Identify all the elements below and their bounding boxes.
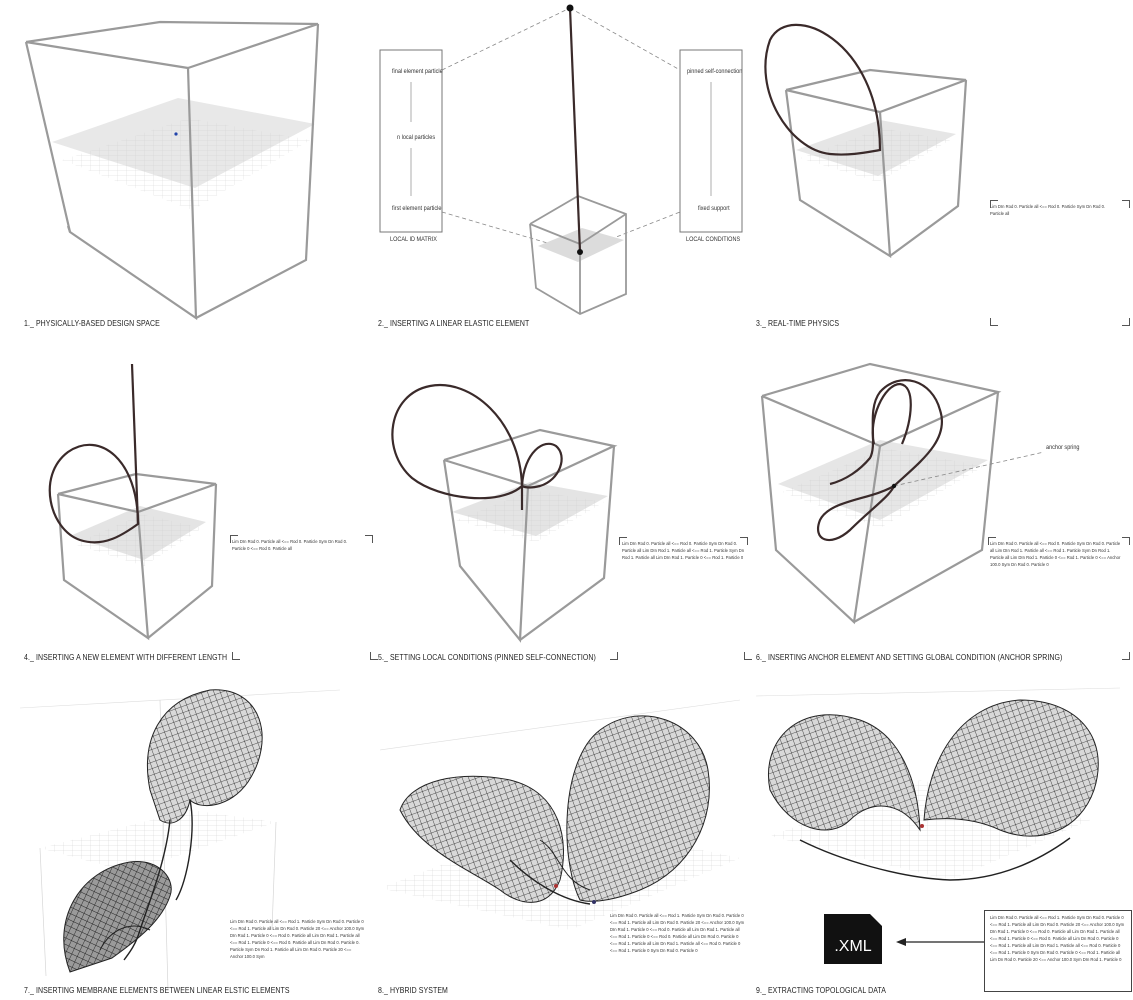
code-snippet-8: Lim DIn Rod 0. Particle all <== Rod 1. P… (610, 913, 745, 953)
xml-label: .XML (834, 938, 872, 955)
caption-3: 3._ REAL-TIME PHYSICS (756, 318, 840, 328)
bracket-6-tl (988, 537, 996, 545)
bracket-top-left (990, 200, 998, 208)
code-snippet-7: Lim DIn Rod 0. Particle all <== Rod 1. P… (230, 919, 365, 959)
label-pinned-self-connection: pinned self-connection (687, 68, 743, 75)
caption-6: 6._ INSERTING ANCHOR ELEMENT AND SETTING… (756, 652, 1063, 662)
label-final-element-particle: final element particle (392, 68, 443, 75)
caption-1: 1._ PHYSICALLY-BASED DESIGN SPACE (24, 318, 160, 328)
bracket-5-tr (740, 537, 748, 545)
bracket-6-br (1122, 652, 1130, 660)
label-local-id-matrix: LOCAL ID MATRIX (390, 236, 437, 243)
label-anchor-spring: anchor spring (1046, 444, 1080, 451)
caption-8: 8._ HYBRID SYSTEM (378, 985, 448, 995)
bracket-5-br (610, 652, 618, 660)
bracket-4-bl (232, 652, 240, 660)
label-n-local-particles: n local particles (397, 134, 436, 141)
code-snippet-9: Lim DIn Rod 0. Particle all <== Rod 1. P… (990, 915, 1125, 962)
code-snippet-6: Lim DIn Rod 0. Particle all <== Rod 0. P… (990, 541, 1121, 567)
xml-file-icon: .XML (824, 914, 882, 964)
bracket-5-bl (370, 652, 378, 660)
bracket-bottom-right (1122, 318, 1130, 326)
code-snippet-4: Lim DIn Rod 0. Particle all <== Rod 0. P… (232, 539, 348, 551)
bracket-4-tr (365, 535, 373, 543)
label-fixed-support: fixed support (698, 205, 730, 212)
bracket-bottom-left (990, 318, 998, 326)
code-snippet-3: Lim DIn Rod 0. Particle all <== Rod 0. P… (990, 204, 1106, 216)
bracket-top-right (1122, 200, 1130, 208)
bracket-6-tr (1122, 537, 1130, 545)
caption-2: 2._ INSERTING A LINEAR ELASTIC ELEMENT (378, 318, 530, 328)
bracket-4-tl (230, 535, 238, 543)
caption-9: 9._ EXTRACTING TOPOLOGICAL DATA (756, 985, 886, 995)
code-frame-9 (984, 910, 1132, 992)
bracket-6-bl (744, 652, 752, 660)
bracket-5-tl (619, 537, 627, 545)
code-snippet-5: Lim DIn Rod 0. Particle all <== Rod 0. P… (622, 541, 745, 560)
caption-4: 4._ INSERTING A NEW ELEMENT WITH DIFFERE… (24, 652, 228, 662)
label-local-conditions: LOCAL CONDITIONS (686, 236, 741, 243)
caption-7: 7._ INSERTING MEMBRANE ELEMENTS BETWEEN … (24, 985, 290, 995)
label-first-element-particle: first element particle (392, 205, 442, 212)
caption-5: 5._ SETTING LOCAL CONDITIONS (PINNED SEL… (378, 652, 596, 662)
